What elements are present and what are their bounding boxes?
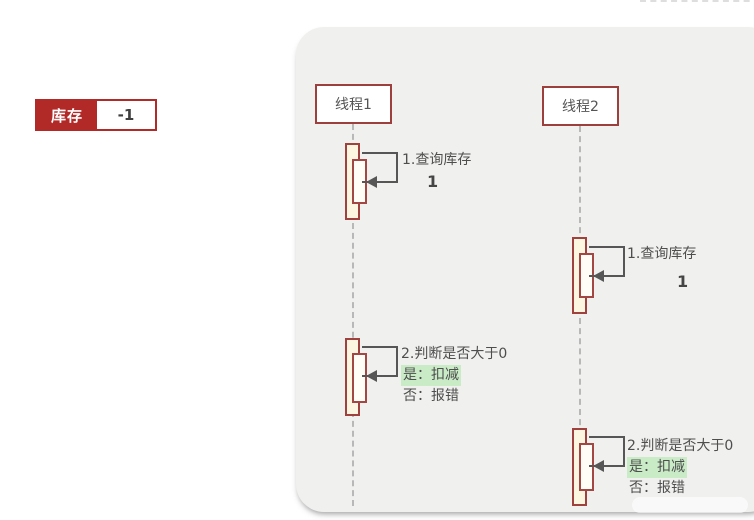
inventory-badge-label: 库存	[37, 101, 98, 129]
step-label: 1.查询库存	[402, 152, 472, 168]
inventory-badge-value: -1	[97, 101, 156, 129]
step-label: 2.判断是否大于0	[627, 438, 734, 454]
step-label: 1.查询库存	[627, 246, 697, 262]
yes-branch-label: 是：扣减	[627, 457, 687, 478]
result-value: 1	[427, 172, 439, 191]
self-call-arrow	[362, 346, 398, 382]
yes-branch-label: 是：扣减	[401, 365, 461, 386]
message-label: 2.判断是否大于0 是：扣减 否：报错	[627, 436, 733, 499]
inventory-badge: 库存 -1	[35, 99, 158, 131]
watermark-blur	[632, 497, 748, 513]
thread1-header: 线程1	[315, 84, 392, 124]
result-value: 1	[677, 272, 689, 291]
lifeline-thread1	[352, 124, 354, 506]
self-call-arrow	[362, 152, 398, 188]
message-label: 2.判断是否大于0 是：扣减 否：报错	[401, 344, 507, 407]
message-label: 1.查询库存 1	[627, 244, 696, 292]
step-label: 2.判断是否大于0	[401, 346, 508, 362]
no-branch-label: 否：报错	[629, 480, 685, 496]
thread2-header: 线程2	[542, 86, 619, 126]
self-call-arrow	[589, 246, 625, 282]
self-call-arrow	[589, 436, 625, 472]
lifeline-thread2	[579, 126, 581, 506]
message-label: 1.查询库存 1	[402, 150, 471, 192]
no-branch-label: 否：报错	[403, 388, 459, 404]
cropped-dashed-line	[640, 0, 754, 2]
